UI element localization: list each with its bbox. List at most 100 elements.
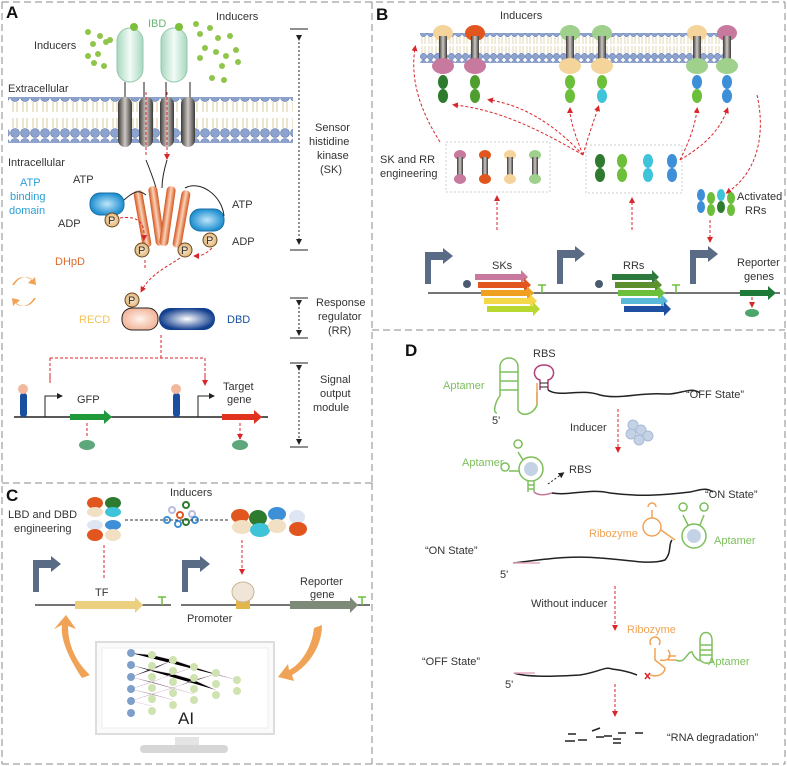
aptamer-label-3: Aptamer (714, 535, 756, 547)
aptamer-label-4: Aptamer (708, 656, 750, 668)
rna-fragments (565, 727, 643, 744)
panel-c-letter: C (6, 486, 18, 505)
ai-monitor (95, 641, 275, 753)
reporter-gene-c (290, 597, 358, 613)
reporter-genes-line1: Reporter (737, 257, 780, 269)
target-gene (222, 410, 262, 424)
reporter-gene-c-line1: Reporter (300, 576, 343, 588)
adp-label-right: ADP (232, 236, 255, 248)
reporter-gene-c-line2: gene (310, 589, 334, 601)
ribozyme-off (513, 631, 713, 680)
promoter-icons-c (33, 556, 210, 592)
ibd-label: IBD (148, 18, 166, 30)
promoter-arrow (44, 393, 63, 417)
atp-binding-domain-line3: domain (9, 205, 45, 217)
off-state-label-2: “OFF State” (422, 656, 480, 668)
inducer-particles-right (193, 21, 241, 83)
tf-gene (75, 597, 143, 613)
activated-rrs-line2: RRs (745, 205, 767, 217)
off-state-label-1: “OFF State” (686, 389, 744, 401)
five-prime-1: 5' (492, 415, 500, 427)
svg-text:P: P (181, 245, 188, 257)
without-inducer-label: Without inducer (531, 598, 608, 610)
inducers-label-b: Inducers (500, 10, 543, 22)
inducer-label-d: Inducer (570, 422, 607, 434)
inducer-molecule-icon (625, 419, 654, 446)
recd-label: RECD (79, 314, 110, 326)
ribozyme-on (512, 502, 709, 564)
output-label-2: output (320, 388, 351, 400)
reporter-genes-line2: genes (744, 271, 774, 283)
phosphate-group: P P P P P (104, 212, 218, 308)
sk-library (454, 150, 541, 184)
sks-label: SKs (492, 260, 513, 272)
rbs-label-1: RBS (533, 348, 556, 360)
panel-d: D Aptamer RBS 5' “OFF State” Inducer (405, 341, 758, 744)
promoter-site (236, 600, 250, 609)
gfp-protein (79, 440, 95, 450)
bound-tf (231, 581, 255, 603)
rrs-label: RRs (623, 260, 645, 272)
scale-brackets (290, 28, 308, 448)
lbd-dbd-engineering-line1: LBD and DBD (8, 509, 77, 521)
ibd-domain (160, 27, 188, 83)
engineering-arrows (411, 45, 761, 308)
rna-degradation-label: “RNA degradation” (667, 732, 758, 744)
sk-library-box (445, 141, 551, 193)
dhpd-label: DHpD (55, 256, 85, 268)
neural-network-icon (127, 649, 241, 717)
tf-variants (87, 497, 121, 541)
panel-a-letter: A (6, 3, 18, 22)
promoter-label: Promoter (187, 613, 233, 625)
sk-receptors (432, 25, 738, 103)
svg-text:P: P (206, 235, 213, 247)
five-prime-2: 5' (500, 569, 508, 581)
aptamer-label-2: Aptamer (462, 457, 504, 469)
atp-binding-domain-left (89, 192, 125, 216)
aptamer-label-1: Aptamer (443, 380, 485, 392)
promoter-arrow (197, 393, 215, 417)
sk-genes (475, 270, 540, 316)
target-gene-line1: Target (223, 381, 254, 393)
sk-label-4: (SK) (320, 164, 342, 176)
sk-rr-engineering-line2: engineering (380, 168, 438, 180)
sk-label-2: histidine (309, 136, 349, 148)
dbd-domain (159, 308, 215, 330)
rr-library-box (585, 144, 683, 194)
cycle-arrows-icon (12, 276, 36, 307)
inducers-label-c: Inducers (170, 487, 213, 499)
extracellular-label: Extracellular (8, 83, 69, 95)
atp-label-left: ATP (73, 174, 94, 186)
five-prime-3: 5' (505, 679, 513, 691)
svg-text:P: P (128, 295, 135, 307)
bound-tf-complexes (231, 507, 307, 537)
inducer-particles-left (85, 29, 113, 69)
gfp-gene (70, 410, 112, 424)
reporter-gene-b (740, 286, 776, 300)
rr-library (595, 154, 677, 182)
panel-a: A Inducers Inducers IBD Extracellular In… (6, 3, 366, 450)
tf-label: TF (95, 587, 109, 599)
sk-rr-engineering-line1: SK and RR (380, 154, 435, 166)
adp-label-left: ADP (58, 218, 81, 230)
riboswitch-on (500, 439, 714, 496)
on-state-label-1: “ON State” (705, 489, 758, 501)
ai-label: AI (178, 709, 194, 728)
panel-b-letter: B (376, 5, 388, 24)
target-gene-line2: gene (227, 394, 251, 406)
ribozyme-label-1: Ribozyme (589, 528, 638, 540)
panel-c: C Inducers LBD and DBD engineering (6, 486, 370, 753)
riboswitch-off (493, 357, 701, 416)
atp-binding-domain-right (189, 208, 225, 232)
gfp-label: GFP (77, 394, 100, 406)
feedback-arrows (54, 615, 322, 681)
panel-d-letter: D (405, 341, 417, 360)
rr-label-2: regulator (318, 311, 362, 323)
atp-label-right: ATP (232, 199, 253, 211)
sk-label-1: Sensor (315, 122, 350, 134)
ribozyme-label-2: Ribozyme (627, 624, 676, 636)
target-protein (232, 440, 248, 450)
dbd-label: DBD (227, 314, 250, 326)
dhpd-helices (133, 186, 191, 248)
